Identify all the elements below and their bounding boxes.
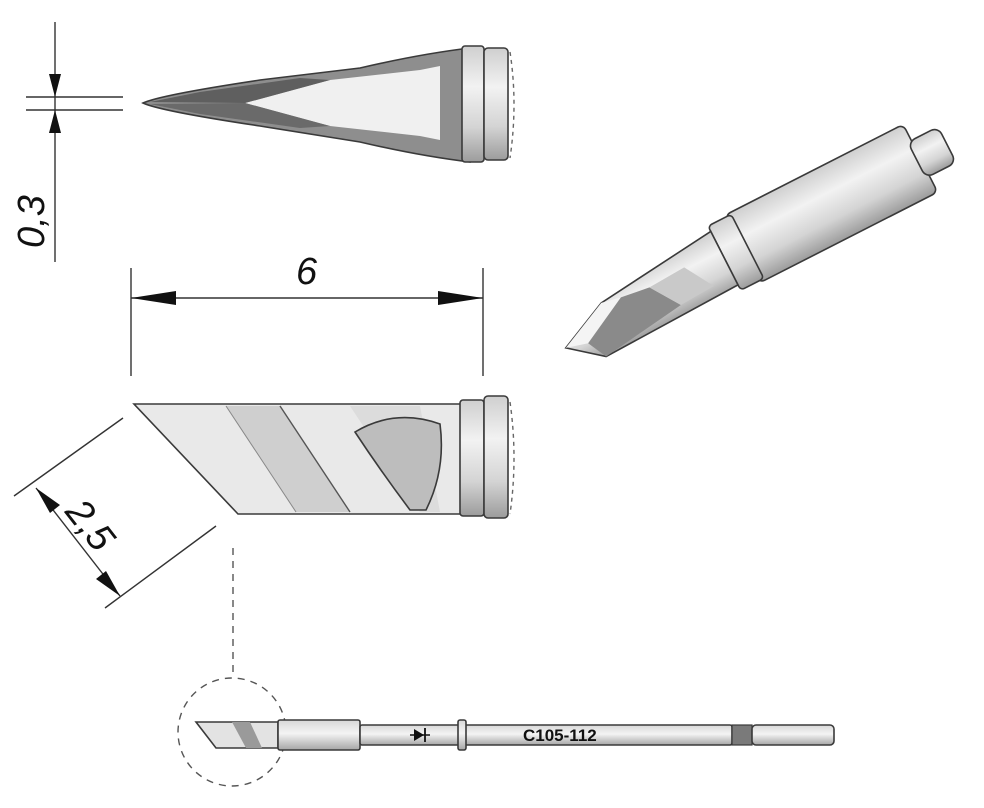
thickness-label: 0,3 — [11, 195, 53, 248]
thickness-arrow-bottom — [49, 110, 61, 133]
perspective-end-pin — [909, 128, 955, 176]
side-view-groove — [353, 416, 443, 511]
perspective-view — [564, 125, 955, 358]
width-arrow-bottom — [96, 571, 120, 596]
perspective-blade-facet-dark — [588, 287, 681, 357]
side-view-facet-edge-1 — [279, 405, 351, 513]
full-tip-blade-facet — [232, 722, 262, 748]
side-view-break-line — [509, 401, 515, 515]
length-arrow-left — [131, 291, 176, 305]
top-view-break-line — [509, 51, 515, 159]
part-number-label: C105-112 — [523, 726, 597, 745]
top-view-center-facet — [245, 66, 440, 140]
thickness-dimension: 0,3 — [11, 22, 123, 262]
top-view-collar-ring — [483, 47, 509, 161]
perspective-blade-facet-mid — [649, 267, 714, 306]
perspective-shaft — [726, 125, 937, 282]
perspective-blade-facet-light — [565, 297, 621, 348]
side-view-facet-edge-2 — [225, 405, 297, 513]
thickness-arrow-top — [49, 74, 61, 97]
full-tip-view: C105-112 — [177, 677, 835, 787]
full-tip-dark-band — [731, 724, 753, 746]
width-arrow-top — [36, 488, 60, 513]
top-view-collar — [461, 45, 485, 163]
top-view-bevel-upper — [150, 78, 330, 103]
length-arrow-right — [438, 291, 483, 305]
full-tip-end — [751, 724, 835, 746]
length-label: 6 — [296, 251, 318, 293]
full-tip-sleeve — [277, 719, 361, 751]
side-view-collar — [459, 399, 485, 517]
full-tip-ring — [457, 719, 467, 751]
side-view-collar-ring — [483, 395, 509, 519]
top-view — [141, 45, 515, 163]
diode-symbol-icon — [410, 728, 430, 742]
width-label: 2,5 — [56, 491, 123, 560]
top-view-bevel-lower — [150, 103, 330, 128]
side-view — [132, 395, 515, 519]
length-dimension: 6 — [130, 251, 484, 376]
side-view-facet-1 — [226, 406, 350, 512]
